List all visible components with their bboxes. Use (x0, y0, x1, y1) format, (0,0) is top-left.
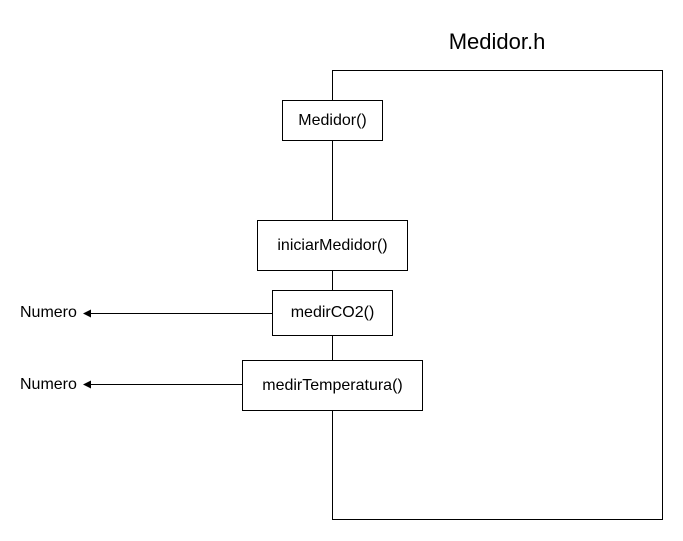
method-label: Medidor() (298, 111, 367, 129)
method-label: medirCO2() (290, 304, 375, 321)
method-box-medidor: Medidor() (282, 100, 383, 141)
method-label: medirTemperatura() (262, 376, 403, 394)
method-box-medir-temperatura: medirTemperatura() (242, 360, 423, 411)
method-box-medir-co2: medirCO2() (272, 290, 393, 336)
method-box-iniciar-medidor: iniciarMedidor() (257, 220, 408, 271)
return-type-label-temperatura: Numero (20, 376, 77, 393)
return-type-label-co2: Numero (20, 304, 77, 321)
header-container-outline (332, 70, 663, 520)
method-label: iniciarMedidor() (277, 236, 388, 254)
diagram-title: Medidor.h (448, 29, 546, 54)
